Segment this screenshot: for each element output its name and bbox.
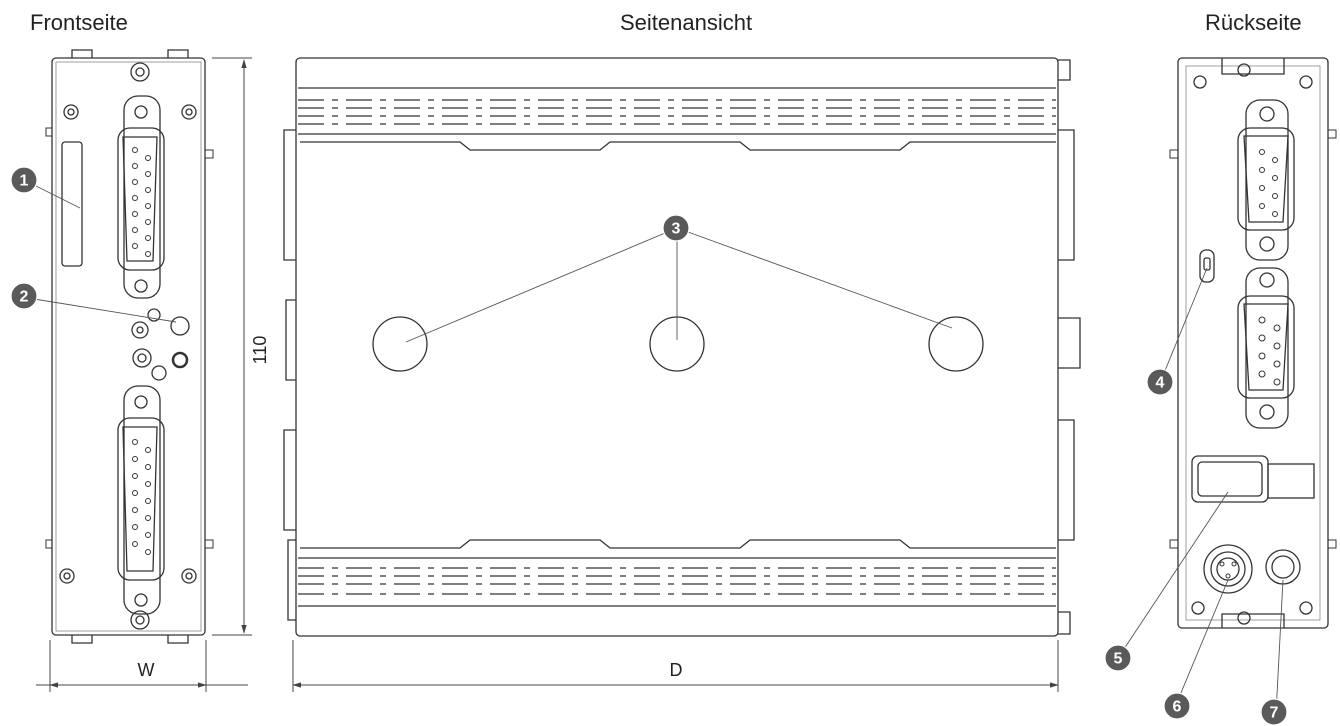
callout-6: 6 [1163, 692, 1191, 720]
side-view [283, 57, 1081, 637]
height-dimension-label: 110 [250, 336, 270, 365]
label-window [61, 141, 83, 267]
depth-dimension-label: D [670, 660, 683, 680]
depth-dimension [292, 640, 1059, 692]
screw-icon [130, 62, 150, 630]
callout-2: 2 [10, 282, 38, 310]
db9-connector-upper-icon [1237, 99, 1295, 261]
callout-1: 1 [10, 166, 38, 194]
height-dimension [212, 57, 252, 636]
connector-pins [132, 147, 151, 555]
db9-connector-lower-icon [1237, 267, 1295, 429]
svg-text:5: 5 [1114, 651, 1123, 668]
db-connector-lower-icon [117, 385, 165, 615]
width-dimension-label: W [138, 660, 155, 680]
front-view-title: Frontseite [30, 10, 128, 35]
usb-port-icon [1191, 455, 1269, 503]
front-view [45, 49, 214, 644]
callout-4: 4 [1146, 368, 1174, 396]
back-connector-pins [1219, 149, 1281, 579]
mounting-hole-icon [372, 316, 984, 372]
leader-lines [23, 179, 1284, 715]
ground-terminal-icon [1265, 549, 1301, 585]
switch-icon [1199, 249, 1215, 283]
svg-text:1: 1 [20, 173, 29, 190]
callout-7: 7 [1260, 698, 1288, 726]
svg-text:2: 2 [20, 289, 29, 306]
led-icon [131, 308, 190, 381]
width-dimension [36, 640, 248, 692]
callout-3: 3 [662, 214, 690, 242]
back-view-title: Rückseite [1205, 10, 1302, 35]
back-view [1169, 57, 1337, 629]
side-view-title: Seitenansicht [620, 10, 753, 35]
db-connector-upper-icon [117, 95, 165, 299]
svg-text:7: 7 [1270, 705, 1279, 722]
mounting-hole-icon [59, 104, 197, 584]
svg-text:3: 3 [672, 221, 681, 238]
power-connector-icon [1203, 544, 1253, 594]
svg-text:4: 4 [1156, 375, 1165, 392]
callout-5: 5 [1104, 644, 1132, 672]
svg-text:6: 6 [1173, 699, 1182, 716]
